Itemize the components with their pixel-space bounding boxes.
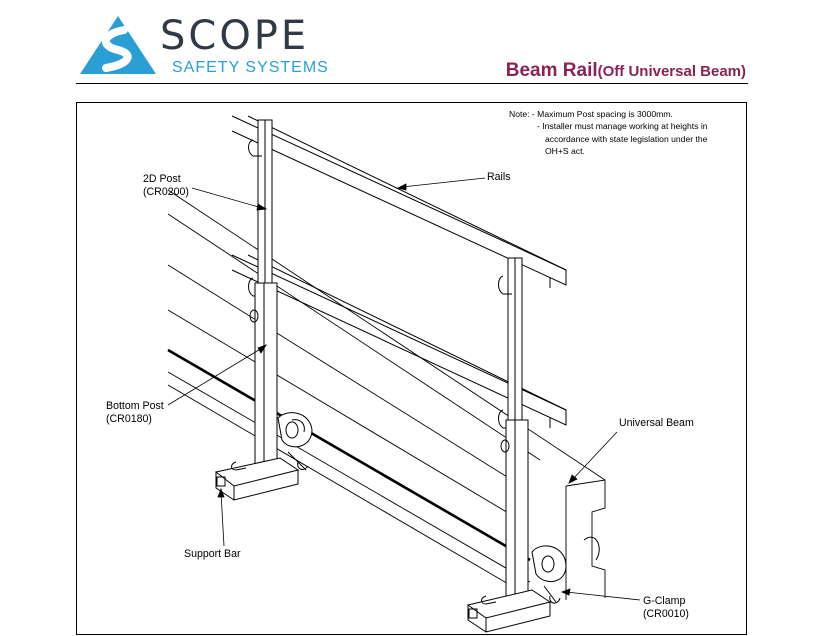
label-rails: Rails	[487, 171, 511, 183]
left-g-clamp	[277, 412, 313, 471]
page-title: Beam Rail(Off Universal Beam)	[506, 60, 746, 82]
label-universal-beam: Universal Beam	[619, 417, 694, 429]
header-divider	[76, 83, 748, 84]
top-rail	[231, 115, 567, 288]
right-2d-post	[498, 257, 523, 429]
note-line: accordance with state legislation under …	[545, 133, 708, 144]
note-line: OH+S act.	[545, 145, 585, 156]
scope-logo-icon	[80, 16, 156, 74]
left-bottom-post	[249, 282, 278, 476]
note-line: - Installer must manage working at heigh…	[537, 121, 708, 132]
label-name: Bottom Post	[106, 400, 164, 412]
label-code: (CR0180)	[106, 413, 152, 425]
brand-subtitle: SAFETY SYSTEMS	[172, 59, 329, 76]
brand-name: SCOPE	[160, 13, 310, 59]
left-support-bar	[214, 457, 300, 501]
universal-beam	[167, 189, 606, 600]
title-main: Beam Rail	[505, 60, 598, 81]
drawing-frame	[76, 102, 747, 635]
page-header: SCOPE SAFETY SYSTEMS Beam Rail(Off Unive…	[0, 0, 824, 90]
title-sub: (Off Universal Beam)	[597, 63, 746, 80]
right-g-clamp	[531, 536, 600, 604]
label-code: (CR0200)	[143, 186, 189, 198]
label-2d-post: 2D Post (CR0200)	[143, 173, 189, 199]
label-name: 2D Post	[143, 173, 181, 185]
label-code: (CR0010)	[643, 608, 689, 620]
note-block: Note: - Maximum Post spacing is 3000mm. …	[509, 108, 708, 157]
leader-lines	[167, 177, 641, 601]
label-name: G-Clamp	[643, 595, 686, 607]
right-bottom-post	[500, 419, 529, 603]
right-support-bar	[466, 589, 552, 633]
label-bottom-post: Bottom Post (CR0180)	[106, 400, 164, 426]
label-g-clamp: G-Clamp (CR0010)	[643, 595, 689, 621]
label-support-bar: Support Bar	[184, 548, 241, 560]
note-line: Note: - Maximum Post spacing is 3000mm.	[509, 109, 673, 119]
